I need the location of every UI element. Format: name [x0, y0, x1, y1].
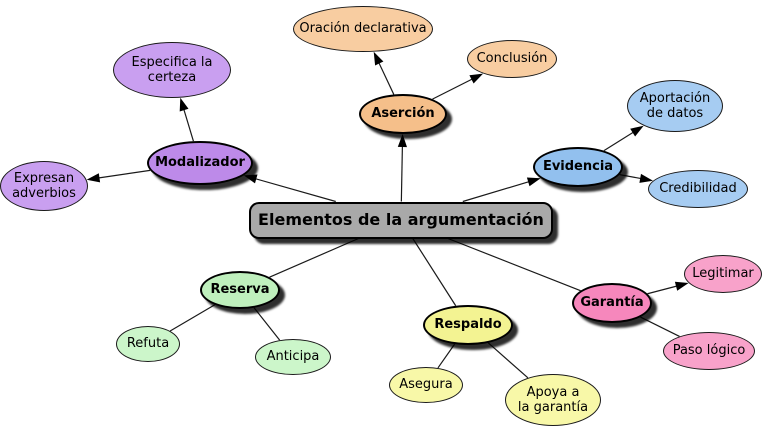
node-evidencia: Evidencia — [533, 147, 623, 187]
node-credibilidad: Credibilidad — [648, 170, 748, 208]
node-anticipa: Anticipa — [255, 339, 331, 375]
node-label: Aportación de datos — [639, 90, 711, 121]
edge-reserva-anticipa — [253, 307, 281, 341]
node-conclusion: Conclusión — [467, 40, 557, 78]
node-apoya: Apoya a la garantía — [505, 374, 601, 426]
arrowhead-evidencia-credibilidad — [639, 173, 653, 183]
node-label: Apoya a la garantía — [517, 384, 589, 415]
node-label: Legitimar — [692, 266, 754, 282]
edge-center-garantia — [447, 237, 581, 292]
edge-respaldo-apoya — [487, 342, 529, 379]
node-center: Elementos de la argumentación — [249, 201, 553, 239]
node-paso: Paso lógico — [663, 332, 755, 370]
node-label: Paso lógico — [672, 343, 746, 359]
node-label: Especifica la certeza — [131, 54, 213, 85]
node-label: Reserva — [210, 282, 270, 298]
node-expresan: Expresan adverbios — [0, 161, 88, 211]
node-label: Respaldo — [434, 317, 502, 333]
node-respaldo: Respaldo — [423, 305, 513, 345]
arrowhead-modalizador-especifica — [179, 97, 189, 112]
edge-center-evidencia — [462, 178, 538, 203]
arrowhead-garantia-legitimar — [674, 281, 689, 291]
edge-modalizador-expresan — [90, 169, 151, 180]
edge-center-asercion — [400, 137, 404, 202]
edge-center-reserva — [269, 237, 359, 278]
edge-center-respaldo — [412, 238, 457, 307]
node-label: Elementos de la argumentación — [258, 209, 544, 229]
node-modalizador: Modalizador — [147, 141, 253, 185]
edge-respaldo-asegura — [437, 343, 456, 369]
edge-reserva-refuta — [169, 304, 216, 332]
node-label: Oración declarativa — [299, 21, 427, 37]
node-label: Garantía — [580, 295, 644, 311]
edge-center-modalizador — [247, 175, 336, 203]
arrowhead-center-asercion — [397, 134, 407, 148]
node-oracion: Oración declarativa — [293, 6, 433, 52]
node-asegura: Asegura — [389, 367, 463, 403]
node-label: Modalizador — [155, 155, 245, 171]
arrowhead-evidencia-aportacion — [630, 125, 644, 137]
node-asercion: Aserción — [359, 94, 447, 134]
arrowhead-center-modalizador — [243, 174, 258, 184]
node-label: Anticipa — [266, 349, 320, 365]
node-aportacion: Aportación de datos — [627, 80, 723, 132]
node-legitimar: Legitimar — [684, 255, 762, 293]
edge-garantia-paso — [640, 316, 680, 337]
node-label: Aserción — [371, 106, 435, 122]
node-label: Evidencia — [542, 159, 614, 175]
arrowhead-center-evidencia — [526, 177, 541, 187]
node-label: Conclusión — [476, 51, 548, 67]
node-garantia: Garantía — [572, 283, 652, 323]
node-label: Expresan adverbios — [12, 170, 76, 201]
node-refuta: Refuta — [116, 326, 180, 362]
arrowhead-modalizador-expresan — [86, 173, 101, 183]
node-reserva: Reserva — [200, 271, 280, 309]
arrowhead-asercion-conclusion — [469, 73, 484, 84]
node-label: Credibilidad — [659, 181, 737, 197]
node-label: Refuta — [126, 336, 170, 352]
arrowhead-asercion-oracion — [373, 51, 384, 66]
node-label: Asegura — [399, 377, 453, 393]
node-especifica: Especifica la certeza — [113, 42, 231, 98]
